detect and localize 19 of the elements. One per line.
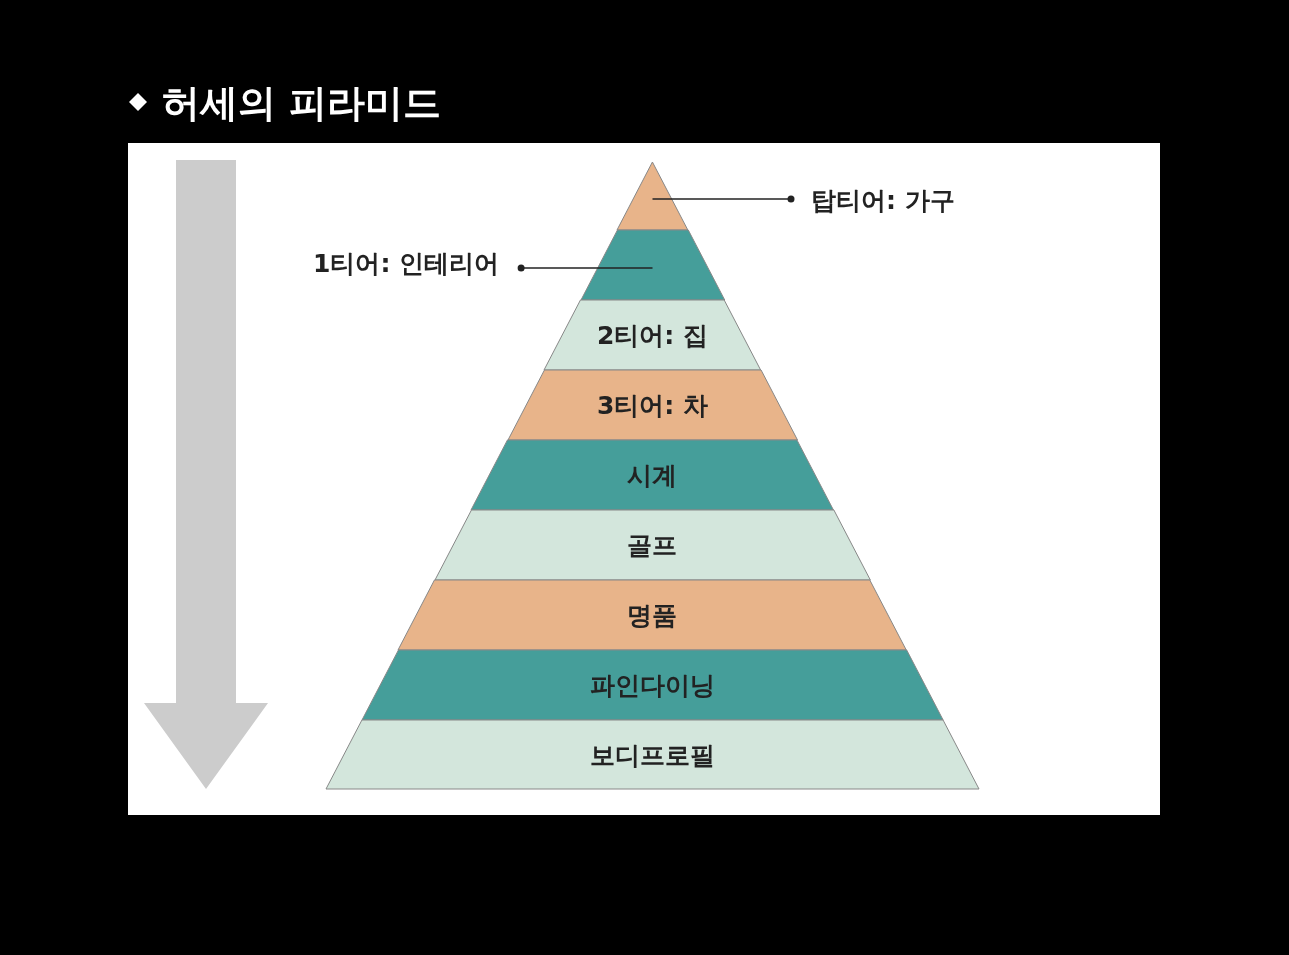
pyramid-band (544, 300, 761, 370)
leader-line (651, 195, 795, 203)
band-label: 2티어: 집 (595, 320, 710, 352)
band-label: 시계 (626, 460, 679, 492)
band-label: 파인다이닝 (589, 670, 716, 702)
pyramid-band (326, 720, 979, 789)
leader-line (517, 264, 654, 272)
tier-label: 1티어: 인테리어 (313, 247, 500, 280)
band-label: 보디프로필 (589, 739, 716, 772)
pyramid-band (361, 650, 944, 720)
tier-label: 탑티어: 가구 (811, 184, 955, 217)
pyramid-band (398, 580, 907, 650)
diagram-title: 허세의 피라미드 (162, 80, 442, 127)
band-label: 명품 (626, 600, 679, 632)
band-label: 3티어: 차 (595, 390, 710, 422)
band-label: 골프 (626, 530, 679, 562)
pyramid-band (434, 510, 871, 580)
pyramid-band (507, 370, 798, 440)
pyramid-band (580, 230, 725, 300)
